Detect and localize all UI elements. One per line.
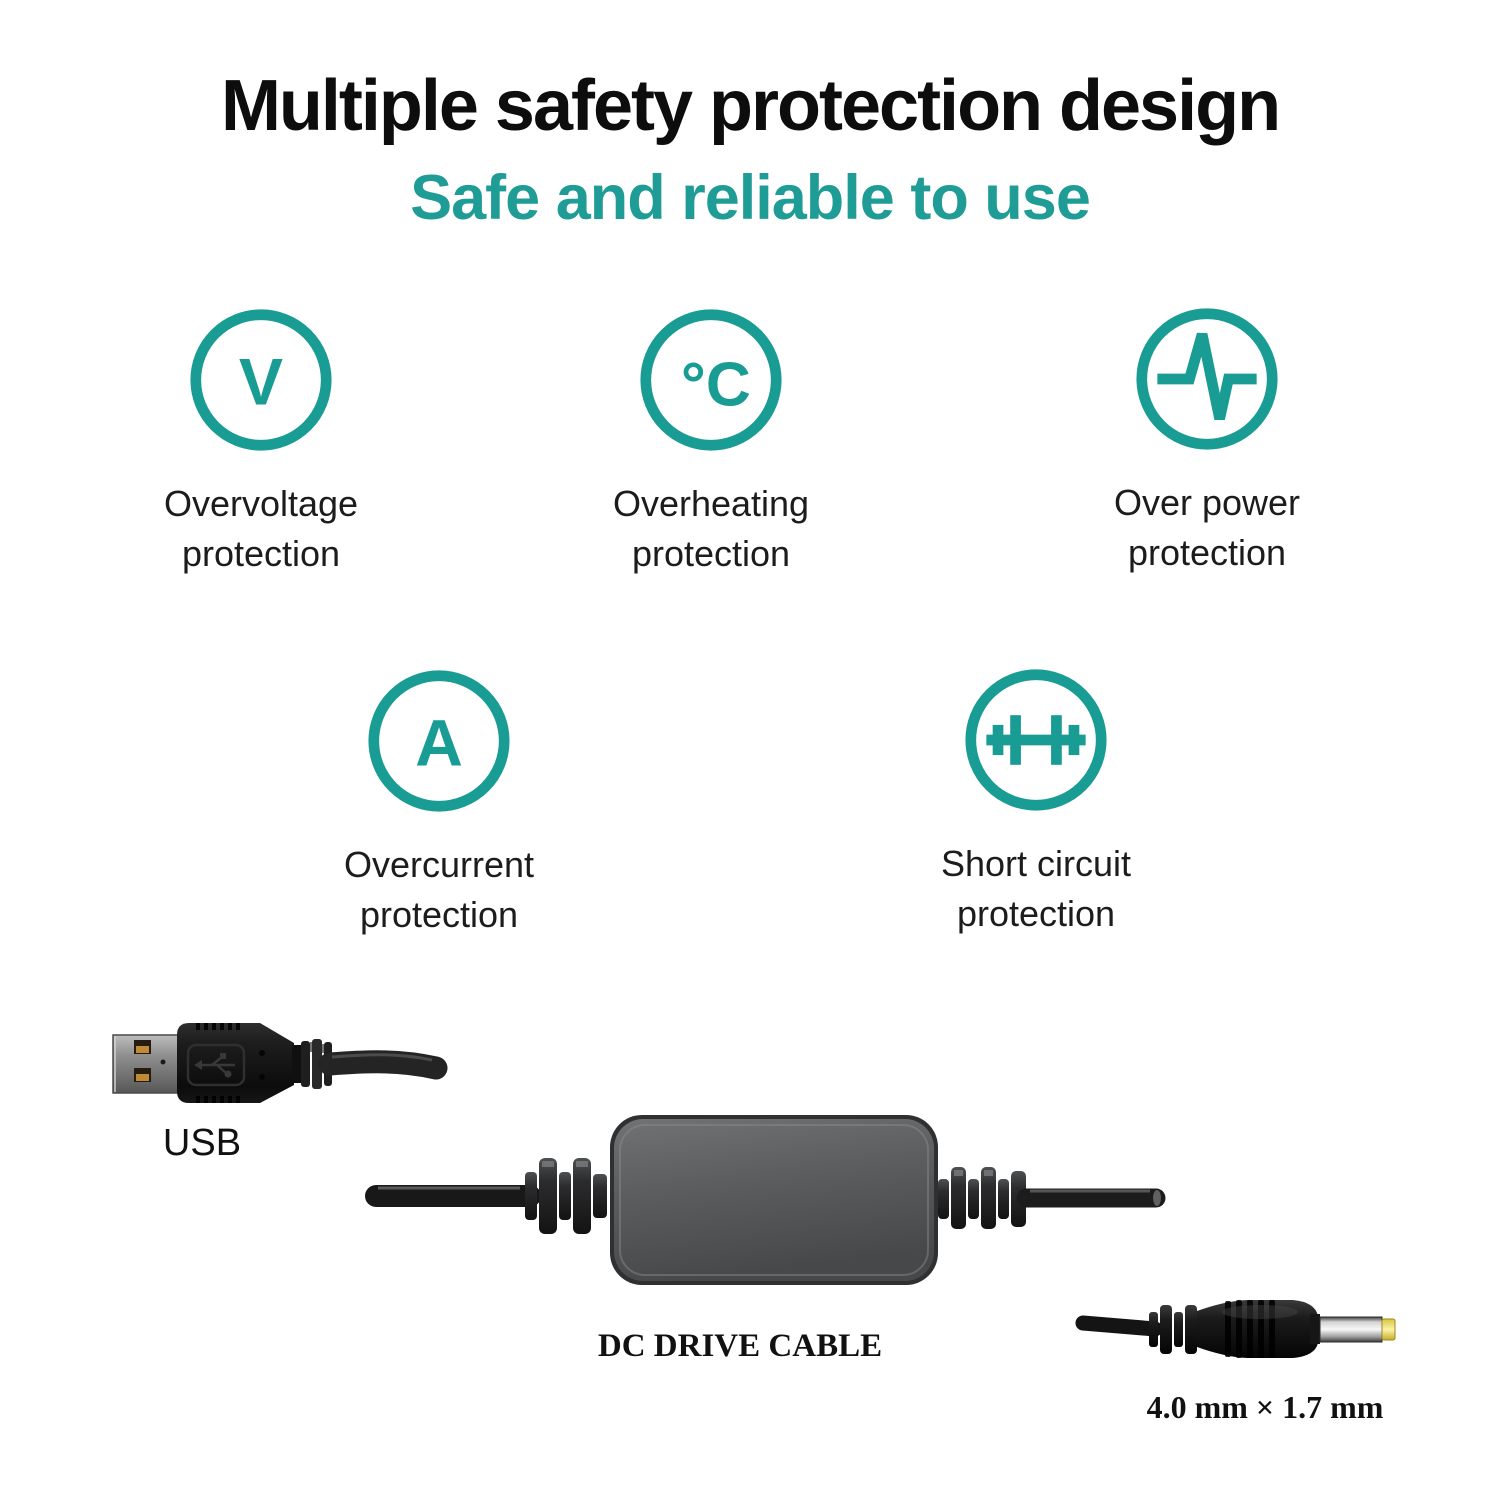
usb-connector-photo (112, 1023, 448, 1103)
feature-label-line: protection (181, 533, 341, 574)
usb-dimple (259, 1074, 265, 1080)
feature-over-power: Over power protection (1027, 306, 1387, 578)
feature-label-line: Short circuit (940, 843, 1132, 884)
circuit-bar (1068, 724, 1080, 756)
feature-label-line: Overvoltage (163, 483, 359, 524)
usb-plastic-body (177, 1023, 294, 1103)
feature-label: Overcurrent protection (344, 840, 534, 940)
plug-strain-relief (1149, 1305, 1197, 1354)
converter-left-strain-relief (525, 1158, 607, 1234)
usb-logo-panel (186, 1043, 246, 1087)
overvoltage-icon: V (190, 309, 332, 451)
page-subtitle: Safe and reliable to use (410, 163, 1091, 233)
pulse-wave-shape (1157, 332, 1257, 421)
feature-label-line: protection (359, 894, 519, 935)
feature-label-line: Overheating (612, 483, 810, 524)
plug-barrel (1319, 1316, 1383, 1343)
plug-cable (1075, 1315, 1163, 1337)
plug-body-grooves (1225, 1300, 1275, 1358)
circuit-bar (1010, 715, 1021, 765)
plug-tip (1381, 1318, 1396, 1341)
dc-plug-photo (1075, 1300, 1396, 1358)
converter-right-strain-relief (938, 1167, 1026, 1229)
overcurrent-icon: A (368, 670, 510, 812)
feature-overvoltage: V Overvoltage protection (81, 307, 441, 579)
feature-label-line: protection (956, 893, 1116, 934)
celsius-symbol: °C (681, 350, 751, 419)
circuit-bar (1051, 715, 1062, 765)
usb-trident-icon (194, 1053, 235, 1078)
feature-label-line: Overcurrent (343, 844, 535, 885)
circuit-line (986, 734, 1086, 746)
overheating-icon: °C (640, 309, 782, 451)
feature-overcurrent: A Overcurrent protection (259, 668, 619, 940)
usb-grip-ribs (196, 1023, 240, 1103)
ampere-symbol: A (415, 706, 463, 780)
feature-label-line: Over power (1113, 482, 1301, 523)
feature-label: Short circuit protection (941, 839, 1131, 939)
short-circuit-icon (965, 669, 1107, 811)
usb-cable (318, 1050, 448, 1080)
usb-dimple (259, 1050, 265, 1056)
feature-label: Overheating protection (613, 479, 809, 579)
feature-label-line: protection (631, 533, 791, 574)
feature-label: Overvoltage protection (164, 479, 358, 579)
volt-symbol: V (239, 345, 283, 419)
feature-label: Over power protection (1114, 478, 1300, 578)
page-title: Multiple safety protection design (220, 66, 1281, 146)
dc-converter-photo (365, 1115, 1166, 1285)
circuit-bar (992, 724, 1004, 756)
usb-caption: USB (162, 1122, 242, 1164)
feature-overheating: °C Overheating protection (531, 307, 891, 579)
power-surge-icon (1136, 308, 1278, 450)
dc-cable-caption: DC DRIVE CABLE (597, 1328, 883, 1364)
feature-label-line: protection (1127, 532, 1287, 573)
converter-box (614, 1119, 934, 1281)
feature-short-circuit: Short circuit protection (856, 667, 1216, 939)
plug-size-caption: 4.0 mm × 1.7 mm (1146, 1389, 1384, 1425)
